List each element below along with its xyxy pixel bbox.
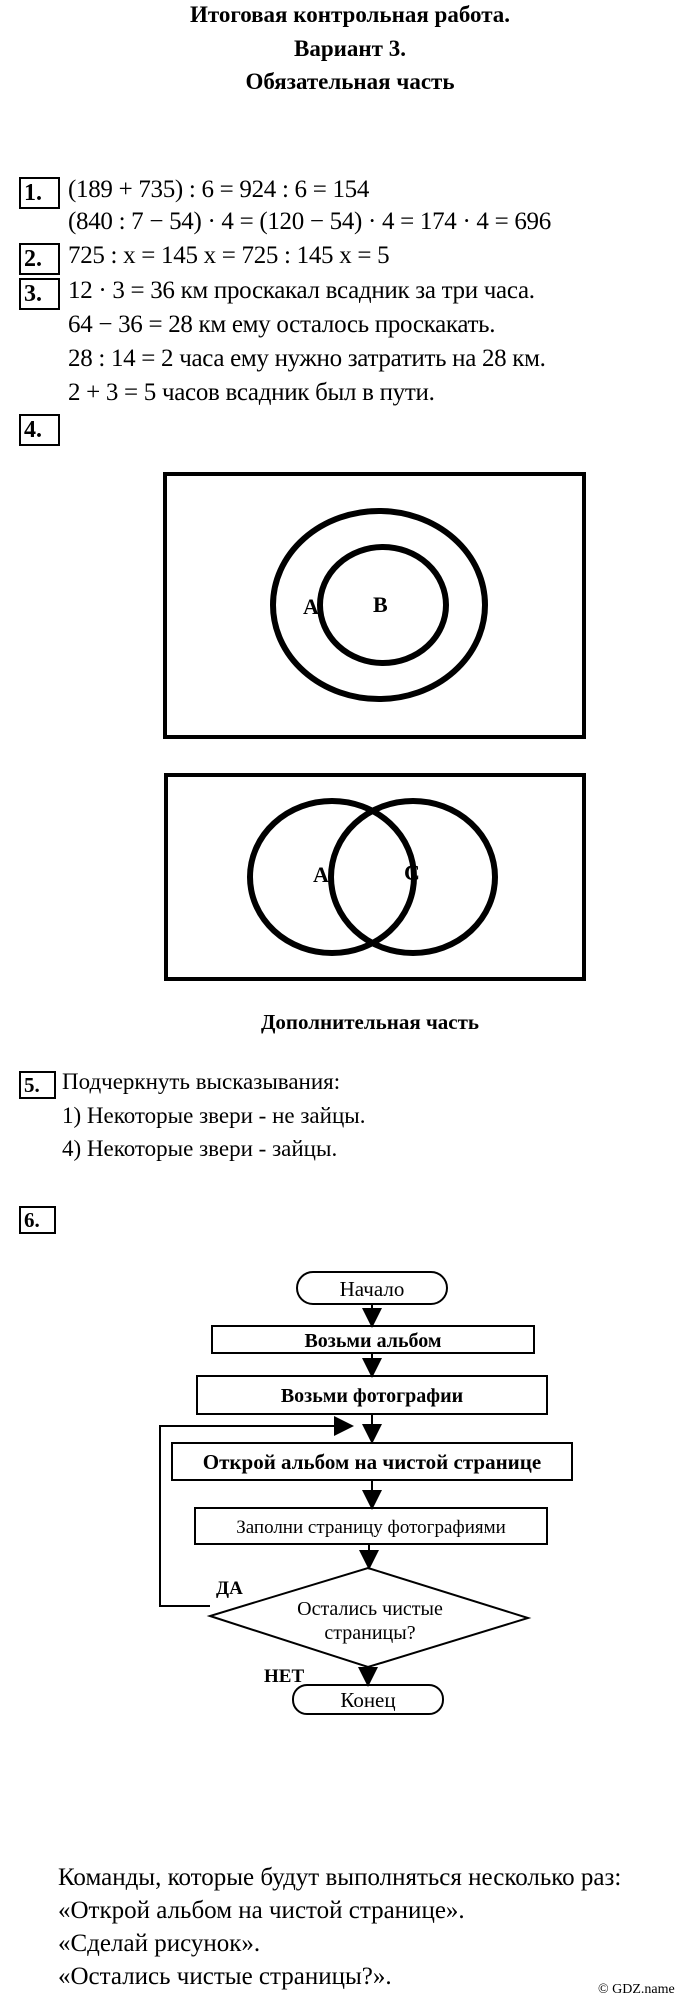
task-number-5: 5. <box>19 1071 56 1099</box>
task3-line1: 12 · 3 = 36 км проскакал всадник за три … <box>68 277 535 304</box>
task-number-4: 4. <box>19 414 60 446</box>
flowchart-step3-label: Открой альбом на чистой странице <box>203 1450 541 1474</box>
venn-diagram-intersect: A C <box>164 773 586 981</box>
task5-line1: Подчеркнуть высказывания: <box>62 1069 341 1094</box>
task-number-1: 1. <box>19 177 60 209</box>
task3-line4: 2 + 3 = 5 часов всадник был в пути. <box>68 379 435 406</box>
flowchart-step1-label: Возьми альбом <box>304 1330 441 1352</box>
task5-line3: 4) Некоторые звери - зайцы. <box>62 1136 338 1161</box>
task6-answer-line3: «Сделай рисунок». <box>58 1930 261 1957</box>
label-set-a: A <box>313 862 329 887</box>
label-set-a: A <box>303 594 319 619</box>
flowchart-step2-label: Возьми фотографии <box>281 1385 463 1407</box>
label-set-b: B <box>373 592 388 617</box>
task-number-6: 6. <box>19 1206 56 1234</box>
task2-line1: 725 : x = 145 x = 725 : 145 x = 5 <box>68 242 390 269</box>
task-number-3: 3. <box>19 278 60 310</box>
flowchart-end <box>292 1684 444 1715</box>
document-title: Итоговая контрольная работа. <box>189 2 511 27</box>
task6-answer-line1: Команды, которые будут выполняться неско… <box>58 1864 622 1891</box>
venn-diagrams: A B A C <box>163 472 586 981</box>
variant-title: Вариант 3. <box>294 36 406 61</box>
flowchart-step4-label: Заполни страницу фотографиями <box>236 1517 506 1538</box>
flowchart-step-fill-page <box>194 1507 548 1545</box>
task1-line2: (840 : 7 − 54) · 4 = (120 − 54) · 4 = 17… <box>68 208 551 235</box>
venn-diagram-subset: A B <box>163 472 586 739</box>
task3-line3: 28 : 14 = 2 часа ему нужно затратить на … <box>68 345 546 372</box>
copyright-watermark: © GDZ.name <box>598 1982 675 1997</box>
label-set-c: C <box>404 860 420 885</box>
task5-line2: 1) Некоторые звери - не зайцы. <box>62 1103 366 1128</box>
flowchart-no-label: НЕТ <box>264 1666 304 1687</box>
flowchart-decision-line2: страницы? <box>324 1622 415 1644</box>
task1-line1: (189 + 735) : 6 = 924 : 6 = 154 <box>68 176 370 203</box>
part-title: Обязательная часть <box>245 69 455 94</box>
flowchart: Начало Возьми альбом Возьми фотографии О… <box>159 1271 573 1715</box>
task6-answer-line4: «Остались чистые страницы?». <box>58 1963 392 1990</box>
extra-part-title: Дополнительная часть <box>260 1010 480 1034</box>
flowchart-decision-line1: Остались чистые <box>297 1598 443 1620</box>
task6-answer-line2: «Открой альбом на чистой странице». <box>58 1897 465 1924</box>
flowchart-start-label: Начало <box>340 1277 405 1301</box>
flowchart-end-label: Конец <box>340 1688 395 1712</box>
task3-line2: 64 − 36 = 28 км ему осталось проскакать. <box>68 311 496 338</box>
flowchart-yes-label: ДА <box>216 1578 243 1599</box>
task-number-2: 2. <box>19 243 60 275</box>
